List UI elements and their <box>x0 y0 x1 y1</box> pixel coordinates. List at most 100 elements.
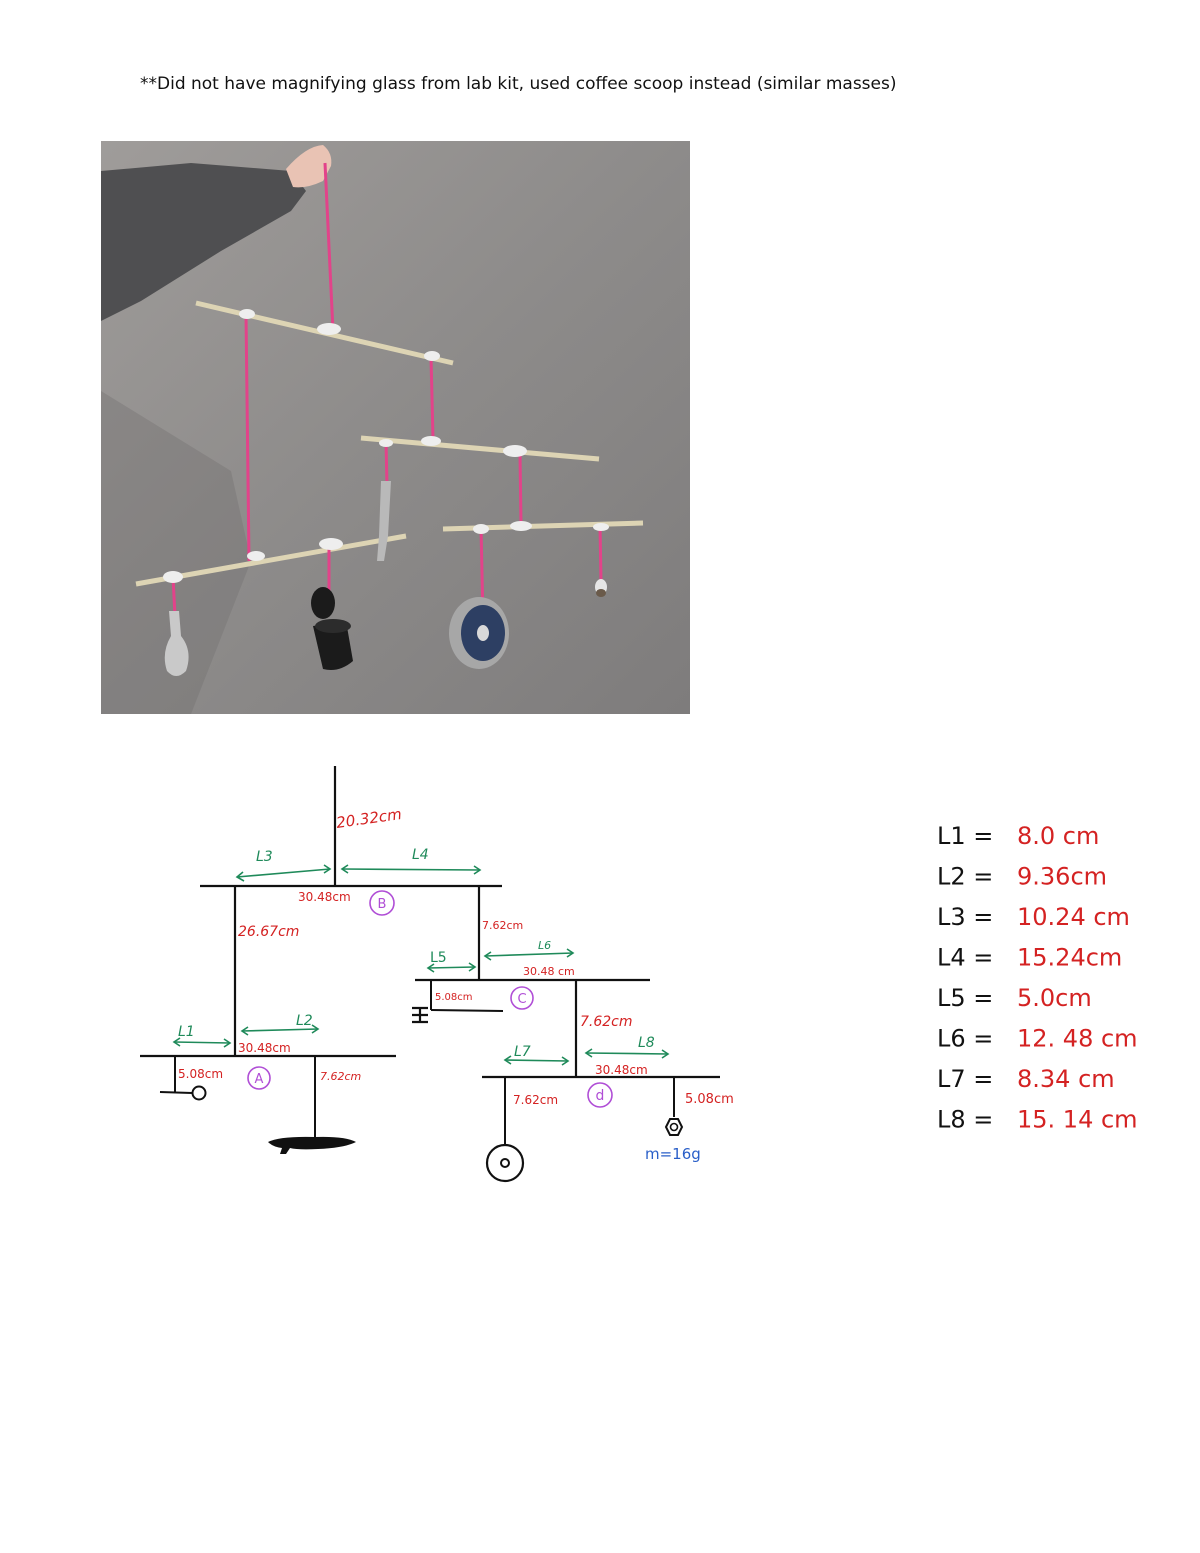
l1-arrow <box>173 1041 231 1044</box>
l5-arrow-label: L5 <box>430 950 447 966</box>
l7-arrow <box>504 1059 569 1062</box>
photo-washer <box>449 597 509 669</box>
length-name: L7 = <box>937 1065 993 1093</box>
l3-arrow-head-right <box>323 864 332 874</box>
spoon-handle <box>159 1091 193 1094</box>
photo-measuring-cups <box>311 587 353 670</box>
l7-arrow-label: L7 <box>514 1044 531 1060</box>
string-d-right-label: 5.08cm <box>685 1092 734 1107</box>
l1-arrow-label: L1 <box>178 1024 195 1040</box>
l4-arrow-label: L4 <box>412 847 429 863</box>
l8-arrow-head-right <box>661 1049 670 1059</box>
coffee-scoop-icon <box>412 1006 428 1024</box>
string-a-right-label: 7.62cm <box>320 1070 361 1083</box>
l5-arrow-head-left <box>426 963 435 973</box>
l4-arrow-head-right <box>473 865 482 875</box>
bar-c-tag-circle <box>510 986 534 1010</box>
length-value: 12. 48 cm <box>1017 1025 1138 1053</box>
photo-spoon <box>164 611 189 676</box>
length-row: L8 = 15. 14 cm <box>937 1106 1138 1134</box>
l3-arrow-label: L3 <box>256 849 273 865</box>
bar-d-label: 30.48cm <box>595 1063 648 1077</box>
l3-arrow-head-left <box>235 871 245 882</box>
coffee-scoop-handle <box>430 1009 504 1012</box>
length-name: L1 = <box>937 822 993 850</box>
nut-mass-label: m=16g <box>645 1145 701 1163</box>
length-value: 15. 14 cm <box>1017 1106 1138 1134</box>
nut-hole-icon <box>669 1122 679 1132</box>
length-row: L6 =12. 48 cm <box>937 1025 1138 1053</box>
l8-arrow <box>585 1052 669 1055</box>
length-value: 5.0cm <box>1017 984 1092 1012</box>
photo-stick-middle <box>360 435 600 462</box>
spoon-icon <box>191 1085 207 1101</box>
mobile-diagram: 20.32cm 30.48cm B L3 L4 26.67cm 7.62cm 3… <box>140 766 734 1183</box>
l6-arrow <box>484 952 574 957</box>
length-value: 8.0 cm <box>1017 822 1099 850</box>
header-note: **Did not have magnifying glass from lab… <box>140 74 897 94</box>
l4-arrow <box>341 868 481 871</box>
length-row: L5 = 5.0cm <box>937 984 1092 1012</box>
length-name: L5 = <box>937 984 993 1012</box>
l8-arrow-head-left <box>584 1048 593 1058</box>
length-name: L8 = <box>937 1106 993 1134</box>
mobile-photo <box>101 141 690 714</box>
bar-b-tag: B <box>378 897 387 912</box>
bar-a-label: 30.48cm <box>238 1041 291 1055</box>
bar-d-tag: d <box>596 1088 605 1104</box>
length-row: L7 = 8.34 cm <box>937 1065 1115 1093</box>
l2-arrow-label: L2 <box>296 1013 313 1029</box>
l7-arrow-head-right <box>561 1056 570 1066</box>
photo-string <box>598 524 603 582</box>
nut-icon <box>664 1118 684 1136</box>
photo-coffee-scoop <box>377 481 391 561</box>
length-value: 9.36cm <box>1017 863 1107 891</box>
length-row: L2 = 9.36cm <box>937 863 1107 891</box>
l5-arrow <box>427 966 476 969</box>
length-value: 10.24 cm <box>1017 903 1130 931</box>
bar-c-label: 30.48 cm <box>523 965 575 978</box>
photo-hand <box>286 145 332 188</box>
length-value: 15.24cm <box>1017 944 1122 972</box>
l4-arrow-head-left <box>340 864 349 874</box>
string-b-c-label: 7.62cm <box>482 919 523 932</box>
bar-b-tag-circle <box>369 890 395 916</box>
photo-tape-knots <box>163 309 609 583</box>
bar-b-label: 30.48cm <box>298 890 351 904</box>
washer-hole-icon <box>500 1158 510 1168</box>
string-b-a-label: 26.67cm <box>238 924 299 940</box>
top-string-label: 20.32cm <box>335 805 403 832</box>
l8-arrow-label: L8 <box>638 1035 655 1051</box>
lengths-list: L1 = 8.0 cm L2 = 9.36cm L3 = 10.24 cm L4 = 15.2… <box>937 822 1138 1134</box>
washer-icon <box>485 1143 525 1183</box>
length-name: L4 = <box>937 944 993 972</box>
length-name: L2 = <box>937 863 993 891</box>
l6-arrow-label: L6 <box>538 939 551 952</box>
bar-d-tag-circle <box>587 1082 613 1108</box>
measuring-cup-icon <box>268 1136 356 1154</box>
bar-a-tag: A <box>255 1072 264 1087</box>
string-a-left-label: 5.08cm <box>178 1067 223 1081</box>
photo-string <box>384 440 389 487</box>
l1-arrow-head-left <box>172 1037 181 1047</box>
string-c-left-label: 5.08cm <box>435 992 473 1003</box>
string-c-d-label: 7.62cm <box>580 1014 633 1030</box>
l2-arrow <box>241 1028 319 1032</box>
length-row: L4 = 15.24cm <box>937 944 1122 972</box>
length-name: L3 = <box>937 903 993 931</box>
photo-sleeve <box>101 163 306 321</box>
photo-string <box>518 452 523 525</box>
string-d-left-label: 7.62cm <box>513 1093 558 1107</box>
length-row: L3 = 10.24 cm <box>937 903 1130 931</box>
photo-string <box>171 576 177 617</box>
photo-string <box>429 356 435 440</box>
photo-nut <box>595 579 607 597</box>
l5-arrow-head-right <box>468 962 477 972</box>
photo-shadow <box>101 391 251 714</box>
bar-a-tag-circle <box>247 1066 271 1090</box>
bar-c-tag: C <box>517 992 526 1007</box>
l2-arrow-head-left <box>240 1026 249 1036</box>
l1-arrow-head-right <box>223 1038 232 1048</box>
l2-arrow-head-right <box>311 1024 320 1034</box>
length-value: 8.34 cm <box>1017 1065 1115 1093</box>
